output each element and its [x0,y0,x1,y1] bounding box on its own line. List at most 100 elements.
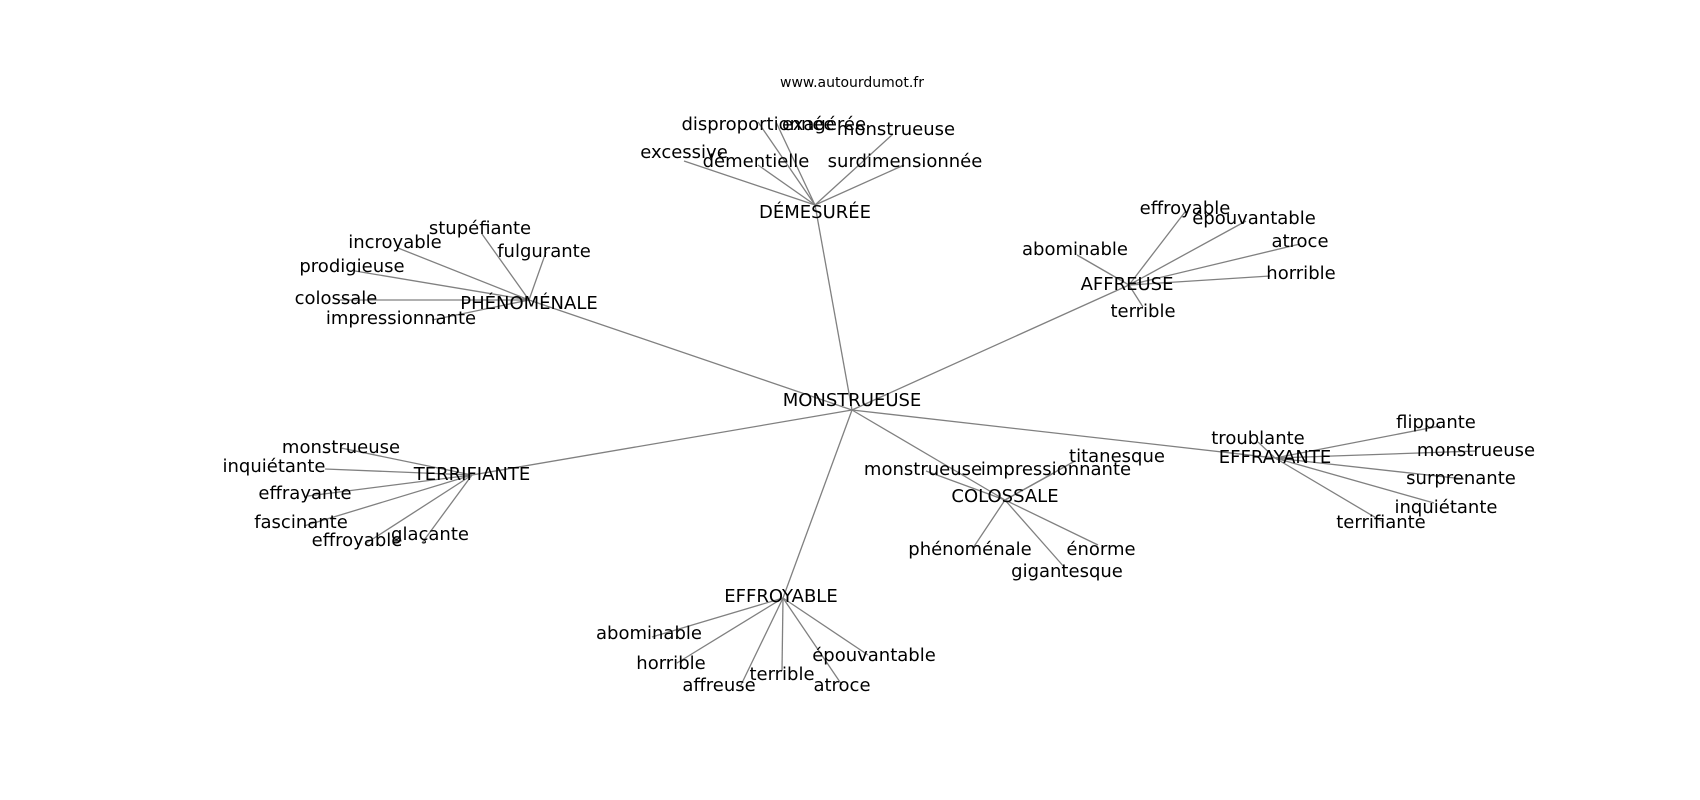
leaf-node-terrifiante-0: monstrueuse [282,437,400,458]
edge-center-effroyable [782,409,853,599]
edge-effroyable-leaf-1 [676,597,784,664]
leaf-node-effroyable-1: horrible [636,653,705,674]
cluster-node-effroyable: EFFROYABLE [724,586,837,607]
leaf-node-phenomenale-2: fulgurante [497,241,591,262]
edge-effrayante-leaf-4 [1274,457,1435,504]
edge-demesuree-leaf-2 [814,133,894,206]
leaf-node-affreuse-2: abominable [1022,239,1128,260]
leaf-node-phenomenale-5: impressionnante [326,308,476,329]
leaf-node-phenomenale-1: incroyable [348,232,442,253]
leaf-node-colossale-3: phénoménale [908,539,1031,560]
leaf-node-demesuree-1: exagérée [782,114,866,135]
leaf-node-effrayante-0: troublante [1211,428,1304,449]
edge-center-affreuse [851,284,1130,411]
leaf-node-effrayante-1: flippante [1396,412,1476,433]
edge-phenomenale-leaf-1 [397,247,530,301]
cluster-node-demesuree: DÉMESURÉE [759,201,871,223]
edge-colossale-leaf-3 [972,499,1006,549]
leaf-node-demesuree-5: surdimensionnée [828,151,983,172]
leaf-node-effrayante-3: surprenante [1406,468,1516,489]
leaf-node-phenomenale-4: colossale [295,288,378,309]
cluster-node-affreuse: AFFREUSE [1081,274,1174,295]
edge-effroyable-leaf-2 [740,597,784,686]
edge-phenomenale-leaf-5 [431,299,530,321]
edge-center-colossale [851,409,1006,501]
edge-affreuse-leaf-5 [1128,284,1144,308]
edge-effroyable-leaf-0 [651,597,784,638]
edge-effroyable-leaf-5 [782,597,843,686]
leaf-node-effrayante-4: inquiétante [1395,497,1498,518]
site-credit: www.autourdumot.fr [780,75,924,91]
edge-colossale-leaf-4 [1004,499,1099,546]
graph-labels: MONSTRUEUSE DÉMESURÉE disproportionnéeexag… [223,114,1536,696]
leaf-node-colossale-4: énorme [1066,539,1135,560]
leaf-node-effroyable-4: épouvantable [812,645,936,666]
edge-terrifiante-leaf-1 [324,468,473,476]
leaf-node-demesuree-4: démentielle [703,151,810,172]
edge-phenomenale-leaf-2 [528,251,547,301]
edge-colossale-leaf-5 [1004,499,1066,569]
leaf-node-demesuree-3: excessive [640,142,728,163]
center-node-label: MONSTRUEUSE [783,390,922,411]
leaf-node-effrayante-5: terrifiante [1336,512,1426,533]
edge-affreuse-leaf-4 [1128,275,1271,286]
edge-terrifiante-leaf-4 [364,474,473,545]
leaf-node-affreuse-4: horrible [1266,263,1335,284]
leaf-node-colossale-2: impressionnante [981,459,1131,480]
edge-effroyable-leaf-4 [782,597,869,656]
edge-demesuree-leaf-3 [683,160,816,206]
edge-effroyable-leaf-3 [781,597,784,672]
leaf-node-colossale-0: titanesque [1069,446,1165,467]
edge-effrayante-leaf-0 [1257,441,1276,459]
leaf-node-terrifiante-5: glaçante [391,524,469,545]
leaf-node-effroyable-0: abominable [596,623,702,644]
cluster-node-terrifiante: TERRIFIANTE [413,464,531,485]
cluster-node-colossale: COLOSSALE [951,486,1058,507]
leaf-node-terrifiante-3: fascinante [254,512,348,533]
leaf-node-demesuree-0: disproportionnée [681,114,834,135]
edge-phenomenale-leaf-0 [481,233,530,301]
leaf-node-effroyable-3: terrible [749,664,814,685]
edge-effrayante-leaf-5 [1274,457,1384,523]
leaf-node-effrayante-2: monstrueuse [1417,440,1535,461]
edge-terrifiante-leaf-3 [303,474,473,527]
edge-center-terrifiante [471,409,853,476]
leaf-node-demesuree-2: monstrueuse [837,119,955,140]
leaf-node-affreuse-5: terrible [1110,301,1175,322]
edge-center-effrayante [851,409,1276,459]
edge-demesuree-leaf-4 [757,164,816,206]
leaf-node-effroyable-5: atroce [813,675,870,696]
edge-colossale-leaf-1 [925,470,1006,501]
edge-phenomenale-leaf-3 [354,270,530,301]
leaf-node-colossale-1: monstrueuse [864,459,982,480]
edge-terrifiante-leaf-2 [307,474,473,497]
leaf-node-phenomenale-3: prodigieuse [299,256,404,277]
edge-effrayante-leaf-3 [1274,457,1465,480]
edge-effrayante-leaf-1 [1274,425,1441,459]
edge-colossale-leaf-2 [1004,473,1053,501]
leaf-node-phenomenale-0: stupéfiante [429,218,531,239]
cluster-node-phenomenale: PHÉNOMÉNALE [460,292,597,314]
leaf-node-affreuse-3: atroce [1271,231,1328,252]
edge-terrifiante-leaf-0 [340,447,473,476]
edge-affreuse-leaf-2 [1076,254,1130,286]
edge-terrifiante-leaf-5 [421,474,473,544]
edge-demesuree-leaf-0 [757,121,816,206]
edge-affreuse-leaf-3 [1128,243,1301,286]
graph-edges [303,121,1477,686]
leaf-node-terrifiante-2: effrayante [258,483,351,504]
cluster-node-effrayante: EFFRAYANTE [1219,447,1332,468]
edge-center-demesuree [814,204,853,411]
edge-affreuse-leaf-1 [1128,220,1247,286]
edge-affreuse-leaf-0 [1128,211,1186,286]
leaf-node-affreuse-0: effroyable [1140,198,1231,219]
leaf-node-terrifiante-1: inquiétante [223,456,326,477]
edge-demesuree-leaf-5 [814,164,905,206]
leaf-node-effroyable-2: affreuse [682,675,755,696]
edge-demesuree-leaf-1 [775,121,816,206]
edge-effrayante-leaf-2 [1274,450,1477,459]
leaf-node-colossale-5: gigantesque [1011,561,1123,582]
leaf-node-terrifiante-4: effroyable [312,530,403,551]
leaf-node-affreuse-1: épouvantable [1192,208,1316,229]
